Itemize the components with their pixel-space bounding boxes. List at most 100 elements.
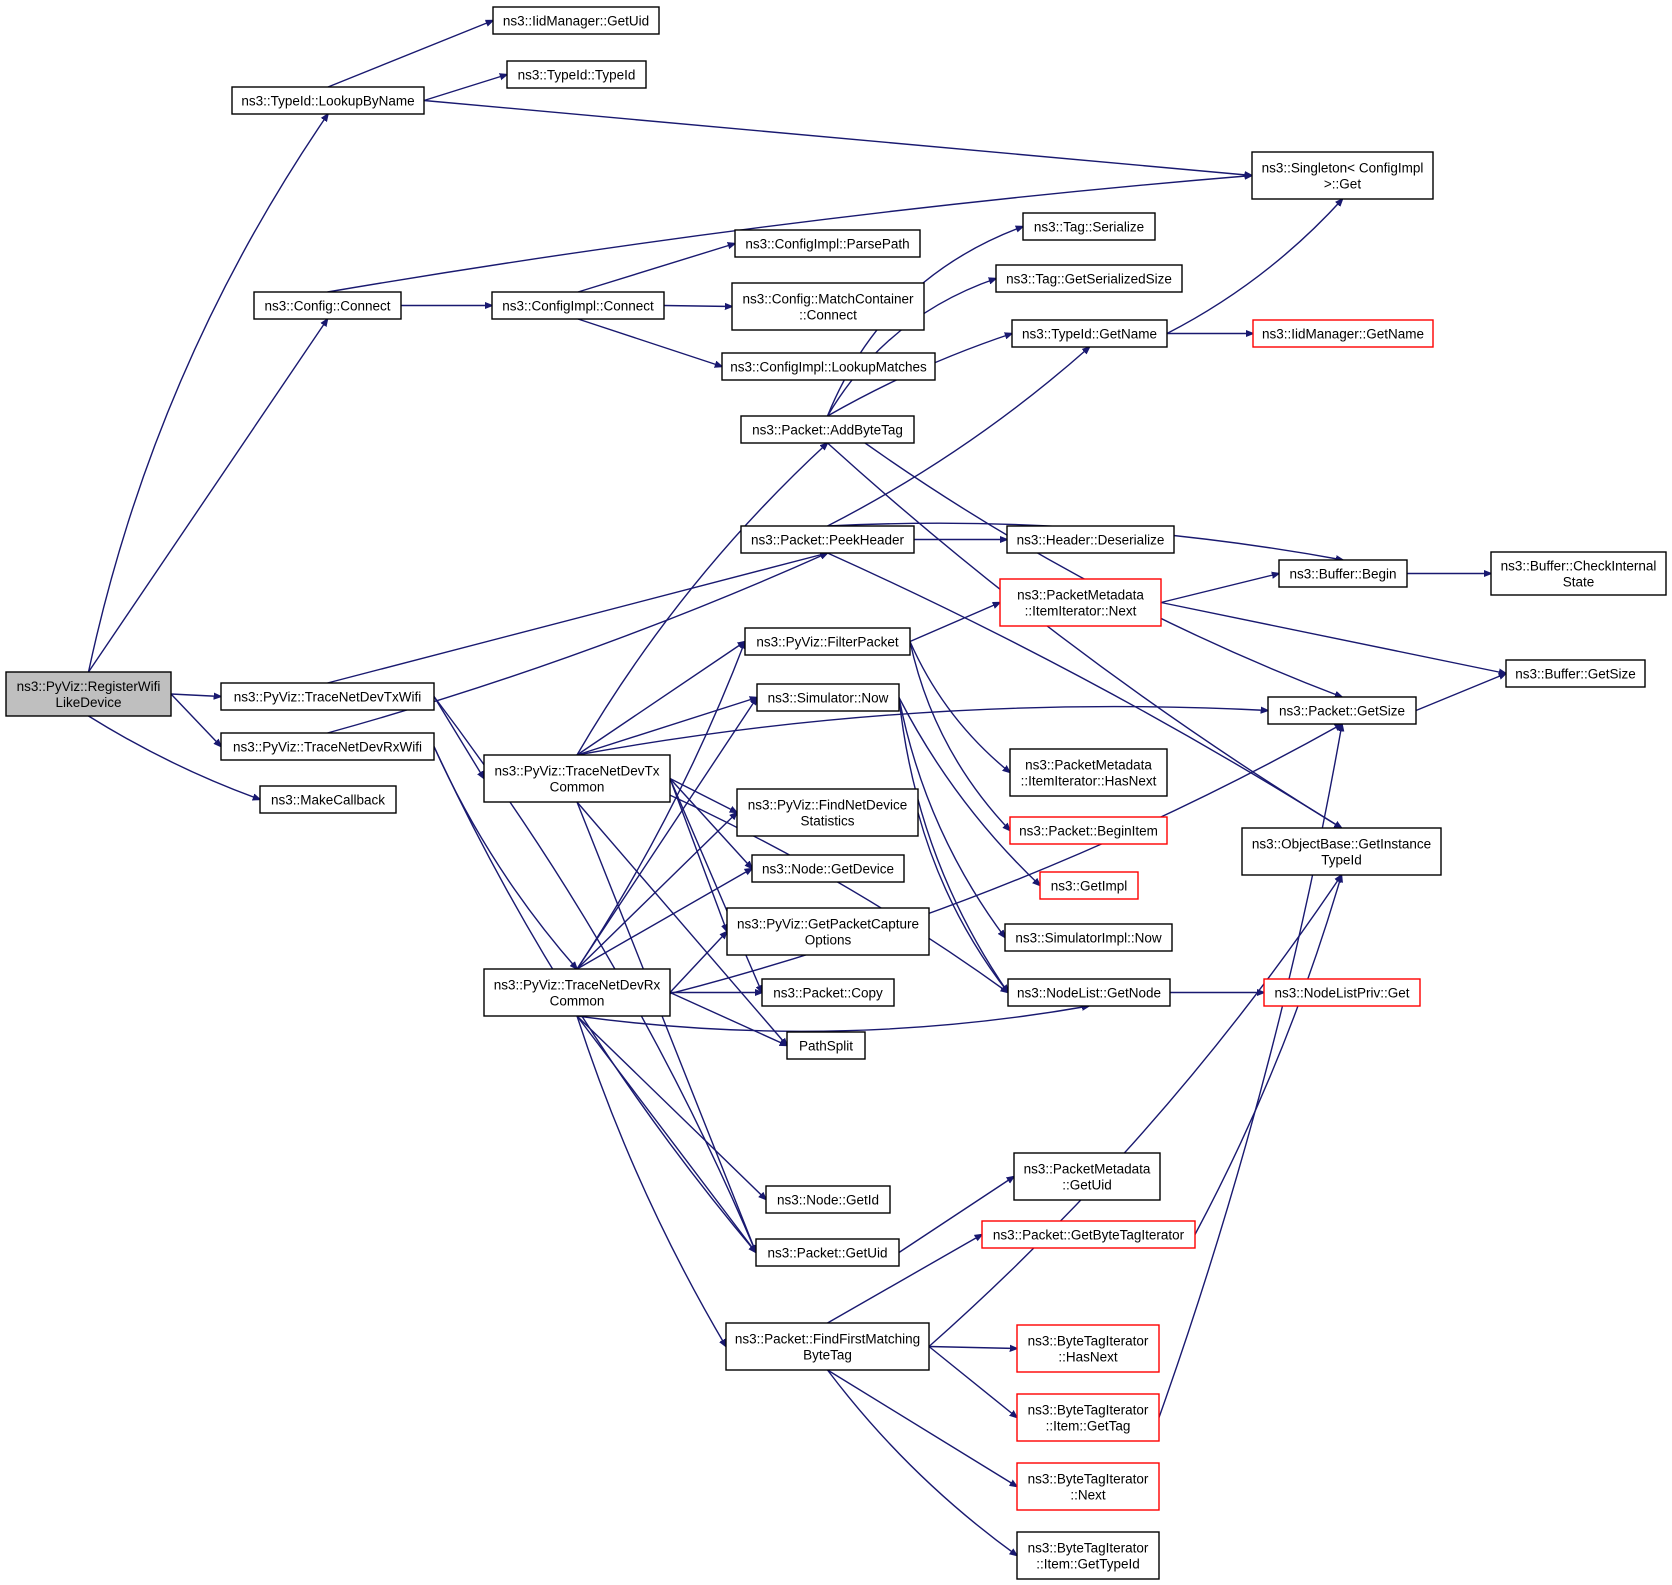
node-label: ByteTag [803,1348,852,1363]
node-label: ::HasNext [1058,1350,1118,1365]
node-singleton-get[interactable]: ns3::Singleton< ConfigImpl>::Get [1251,151,1434,200]
node-label: ::Item::GetTypeId [1036,1557,1140,1572]
edge-configimpl_connect-to-parsepath [577,244,735,293]
edge-sim_now-to-simimpl_now [898,697,1005,938]
node-addbytetag[interactable]: ns3::Packet::AddByteTag [740,415,915,444]
edge-addbytetag-to-tag_getsersize [826,279,997,417]
edge-filterpacket-to-pm_next [909,603,1000,643]
node-packet-getuid[interactable]: ns3::Packet::GetUid [755,1238,900,1267]
node-pathsplit[interactable]: PathSplit [786,1031,866,1060]
node-nodelistpriv-get[interactable]: ns3::NodeListPriv::Get [1263,978,1421,1007]
edge-packet_getsize-to-buffer_getsize [1415,674,1506,712]
node-bti-gettypeid[interactable]: ns3::ByteTagIterator::Item::GetTypeId [1016,1531,1160,1580]
node-config-connect[interactable]: ns3::Config::Connect [253,291,402,320]
node-box [740,415,915,444]
node-box [259,785,397,814]
node-makecallback[interactable]: ns3::MakeCallback [259,785,397,814]
node-bti-next[interactable]: ns3::ByteTagIterator::Next [1016,1462,1160,1511]
node-node-getdevice[interactable]: ns3::Node::GetDevice [751,854,905,883]
node-pm-hasnext[interactable]: ns3::PacketMetadata::ItemIterator::HasNe… [1009,748,1168,797]
node-beginitem[interactable]: ns3::Packet::BeginItem [1009,816,1168,845]
edge-getbytetagiter-to-getinstancetypeid [1194,875,1342,1235]
node-box [492,6,660,35]
node-pm-getuid[interactable]: ns3::PacketMetadata::GetUid [1013,1152,1161,1201]
edge-tx_wifi-to-tx_common [433,696,484,779]
edge-pm_next-to-buffer_begin [1160,574,1279,604]
node-label: ns3::IidManager::GetUid [503,14,649,29]
node-bti-hasnext[interactable]: ns3::ByteTagIterator::HasNext [1016,1324,1160,1373]
edge-findfirstmatching-to-bti_hasnext [928,1347,1017,1349]
node-packet-getsize[interactable]: ns3::Packet::GetSize [1267,696,1417,725]
node-typeid-typeid[interactable]: ns3::TypeId::TypeId [506,60,647,89]
node-box [491,291,665,320]
node-sim-now[interactable]: ns3::Simulator::Now [756,683,900,712]
node-configimpl-connect[interactable]: ns3::ConfigImpl::Connect [491,291,665,320]
node-label: ns3::ConfigImpl::LookupMatches [730,360,927,375]
node-label: ns3::MakeCallback [271,793,385,808]
edge-tx_common-to-findnetdevstats [669,777,737,813]
node-matchcontainer[interactable]: ns3::Config::MatchContainer::Connect [731,282,925,331]
edge-rx_common-to-node_getdevice [576,869,752,970]
node-box [995,264,1183,293]
edge-rx_common-to-packet_getuid [576,1015,756,1253]
node-label: ::ItemIterator::HasNext [1021,774,1157,789]
edge-configimpl_connect-to-matchcontainer [663,306,732,307]
edge-rx_common-to-getpacketcapture [669,932,727,993]
node-box [1016,1324,1160,1373]
edge-findfirstmatching-to-getbytetagiter [827,1235,983,1324]
node-iid-getname[interactable]: ns3::IidManager::GetName [1252,319,1434,348]
node-typeid-getname[interactable]: ns3::TypeId::GetName [1011,319,1168,348]
node-box [1009,748,1168,797]
node-label: ns3::TypeId::TypeId [518,68,636,83]
node-peekheader[interactable]: ns3::Packet::PeekHeader [740,525,915,554]
node-label: ns3::ByteTagIterator [1028,1334,1149,1349]
node-label: >::Get [1324,177,1361,192]
node-tag-getsersize[interactable]: ns3::Tag::GetSerializedSize [995,264,1183,293]
node-node-getid[interactable]: ns3::Node::GetId [765,1185,891,1214]
node-label: Common [550,780,605,795]
node-lookupbyname[interactable]: ns3::TypeId::LookupByName [231,86,425,115]
node-box [1263,978,1421,1007]
node-tx-wifi[interactable]: ns3::PyViz::TraceNetDevTxWifi [220,682,435,711]
node-header-deser[interactable]: ns3::Header::Deserialize [1006,525,1175,554]
node-label: ns3::ByteTagIterator [1028,1403,1149,1418]
node-pm-next[interactable]: ns3::PacketMetadata::ItemIterator::Next [999,578,1162,627]
edge-lookupbyname-to-typeid_typeid [423,75,507,102]
node-iid-getuid[interactable]: ns3::IidManager::GetUid [492,6,660,35]
node-getimpl[interactable]: ns3::GetImpl [1039,871,1139,900]
node-box [981,1220,1196,1249]
edge-rx_common-to-node_getid [576,1015,766,1200]
node-packet-copy[interactable]: ns3::Packet::Copy [761,978,895,1007]
node-label: ns3::NodeList::GetNode [1017,986,1161,1001]
node-tag-serialize[interactable]: ns3::Tag::Serialize [1022,212,1156,241]
node-parsepath[interactable]: ns3::ConfigImpl::ParsePath [734,229,921,258]
node-filterpacket[interactable]: ns3::PyViz::FilterPacket [744,627,911,656]
node-box [1251,151,1434,200]
node-box [1267,696,1417,725]
node-box [5,671,172,717]
node-buffer-getsize[interactable]: ns3::Buffer::GetSize [1505,659,1646,688]
edge-rx_common-to-packet_getsize [576,724,1342,1017]
node-simimpl-now[interactable]: ns3::SimulatorImpl::Now [1004,923,1173,952]
node-label: ns3::Config::Connect [264,299,390,314]
edge-rx_common-to-filterpacket [576,642,745,970]
node-nodelist-getnode[interactable]: ns3::NodeList::GetNode [1007,978,1171,1007]
node-box [1007,978,1171,1007]
node-lookupmatches[interactable]: ns3::ConfigImpl::LookupMatches [721,352,936,381]
edge-peekheader-to-getinstancetypeid [827,552,1342,828]
node-rx-wifi[interactable]: ns3::PyViz::TraceNetDevRxWifi [220,732,435,761]
node-bti-gettag[interactable]: ns3::ByteTagIterator::Item::GetTag [1016,1393,1160,1442]
node-getbytetagiter[interactable]: ns3::Packet::GetByteTagIterator [981,1220,1196,1249]
node-label: ns3::PyViz::TraceNetDevTx [494,764,659,779]
node-buffer-begin[interactable]: ns3::Buffer::Begin [1278,559,1408,588]
edge-tx_common-to-pathsplit [576,801,787,1046]
